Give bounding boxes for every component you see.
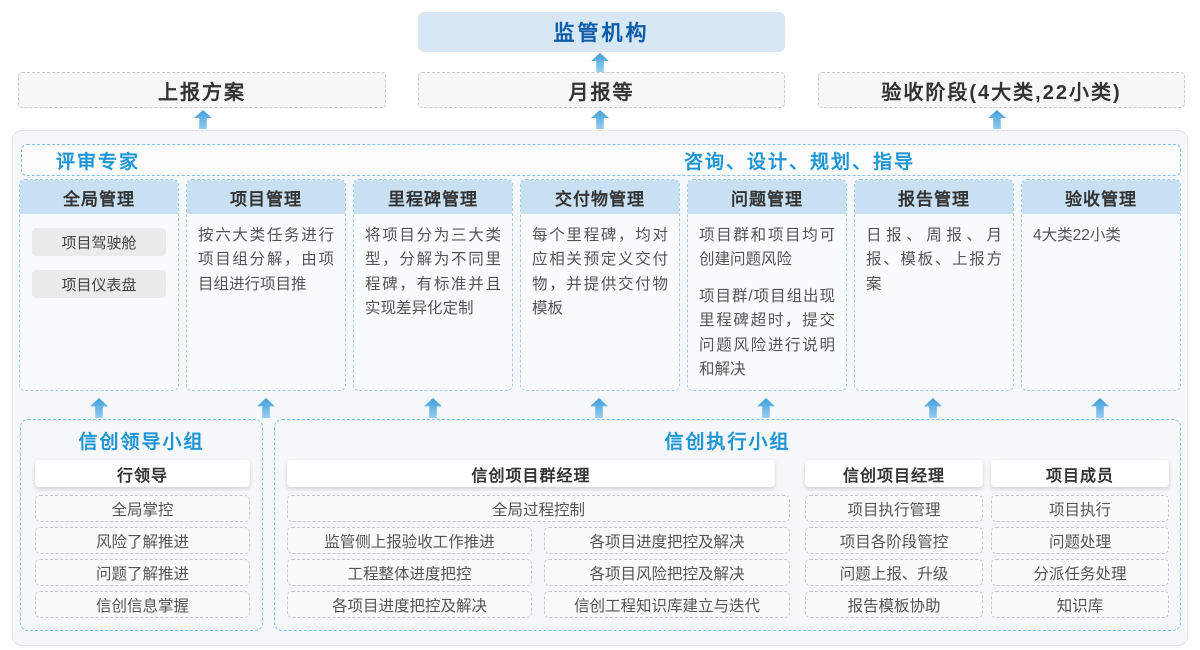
member-item: 分派任务处理 [991,559,1169,586]
member-role: 项目成员 [991,460,1169,487]
regulator-label: 监管机构 [553,22,650,45]
up-arrow-icon [591,53,609,72]
leader-item: 全局掌控 [35,495,250,522]
pm-item: 项目各阶段管控 [805,527,983,554]
column-issue-management-text-1: 项目群和项目均可创建问题风险 [699,227,835,269]
up-arrow-icon [757,398,775,418]
pgm-item-left: 各项目进度把控及解决 [287,591,532,618]
column-report-management-title: 报告管理 [855,180,1013,214]
report-box-acceptance-label: 验收阶段(4大类,22小类) [881,81,1122,104]
column-deliverable-management: 交付物管理 每个里程碑，均对应相关预定义交付物，并提供交付物模板 [520,179,680,391]
project-manager-role: 信创项目经理 [805,460,983,487]
exec-group-box: 信创执行小组 信创项目群经理 全局过程控制 监管侧上报验收工作推进 工程整体进度… [274,419,1181,631]
member-item: 知识库 [991,591,1169,618]
up-arrow-icon [424,398,442,418]
up-arrow-icon [591,110,609,129]
column-report-management-text: 日报、周报、月报、模板、上报方案 [866,227,1002,293]
up-arrow-icon [988,110,1006,129]
column-milestone-management-text: 将项目分为三大类型，分解为不同里程碑，有标准并且实现差异化定制 [365,227,501,318]
column-project-management-title: 项目管理 [187,180,345,214]
column-issue-management-title: 问题管理 [688,180,846,214]
up-arrow-icon [257,398,275,418]
column-project-management-text: 按六大类任务进行项目组分解，由项目组进行项目推 [198,227,334,293]
leader-group-title: 信创领导小组 [78,432,205,453]
pgm-item-left: 工程整体进度把控 [287,559,532,586]
column-deliverable-management-text: 每个里程碑，均对应相关预定义交付物，并提供交付物模板 [532,227,668,318]
leader-group-box: 信创领导小组 行领导 全局掌控 风险了解推进 问题了解推进 信创信息掌握 [20,419,263,631]
pm-item: 报告模板协助 [805,591,983,618]
leader-group-role: 行领导 [35,460,250,487]
pm-item: 问题上报、升级 [805,559,983,586]
program-manager-role: 信创项目群经理 [287,460,775,487]
report-box-plan-label: 上报方案 [158,81,246,104]
column-acceptance-management-title: 验收管理 [1022,180,1180,214]
member-item: 项目执行 [991,495,1169,522]
column-acceptance-management-text: 4大类22小类 [1033,227,1121,244]
column-global-management: 全局管理 项目驾驶舱 项目仪表盘 [19,179,179,391]
up-arrow-icon [1091,398,1109,418]
experts-label: 评审专家 [56,151,141,173]
report-box-monthly: 月报等 [418,72,785,108]
column-milestone-management: 里程碑管理 将项目分为三大类型，分解为不同里程碑，有标准并且实现差异化定制 [353,179,513,391]
column-deliverable-management-title: 交付物管理 [521,180,679,214]
platform-panel: 评审专家 咨询、设计、规划、指导 全局管理 项目驾驶舱 项目仪表盘 项目管理 按… [12,130,1188,646]
pill-project-dashboard: 项目仪表盘 [32,270,166,298]
pgm-item-left: 监管侧上报验收工作推进 [287,527,532,554]
up-arrow-icon [590,398,608,418]
leader-item: 信创信息掌握 [35,591,250,618]
report-box-monthly-label: 月报等 [568,81,635,104]
column-project-management: 项目管理 按六大类任务进行项目组分解，由项目组进行项目推 [186,179,346,391]
consulting-label: 咨询、设计、规划、指导 [684,151,916,173]
report-box-acceptance: 验收阶段(4大类,22小类) [818,72,1185,108]
report-box-plan: 上报方案 [18,72,386,108]
up-arrow-icon [194,110,212,129]
regulator-box: 监管机构 [418,12,785,52]
pill-project-cockpit: 项目驾驶舱 [32,228,166,256]
pm-item: 项目执行管理 [805,495,983,522]
column-global-management-title: 全局管理 [20,180,178,214]
column-milestone-management-title: 里程碑管理 [354,180,512,214]
experts-band: 评审专家 咨询、设计、规划、指导 [21,144,1181,176]
exec-group-title: 信创执行小组 [664,432,791,453]
pgm-item-right: 信创工程知识库建立与迭代 [544,591,790,618]
pgm-item-full: 全局过程控制 [287,495,790,522]
leader-item: 风险了解推进 [35,527,250,554]
up-arrow-icon [90,398,108,418]
leader-item: 问题了解推进 [35,559,250,586]
pgm-item-right: 各项目进度把控及解决 [544,527,790,554]
member-item: 问题处理 [991,527,1169,554]
up-arrow-icon [924,398,942,418]
column-report-management: 报告管理 日报、周报、月报、模板、上报方案 [854,179,1014,391]
column-issue-management: 问题管理 项目群和项目均可创建问题风险 项目群/项目组出现里程碑超时，提交问题风… [687,179,847,391]
column-acceptance-management: 验收管理 4大类22小类 [1021,179,1181,391]
pgm-item-right: 各项目风险把控及解决 [544,559,790,586]
column-issue-management-text-2: 项目群/项目组出现里程碑超时，提交问题风险进行说明和解决 [699,287,835,379]
